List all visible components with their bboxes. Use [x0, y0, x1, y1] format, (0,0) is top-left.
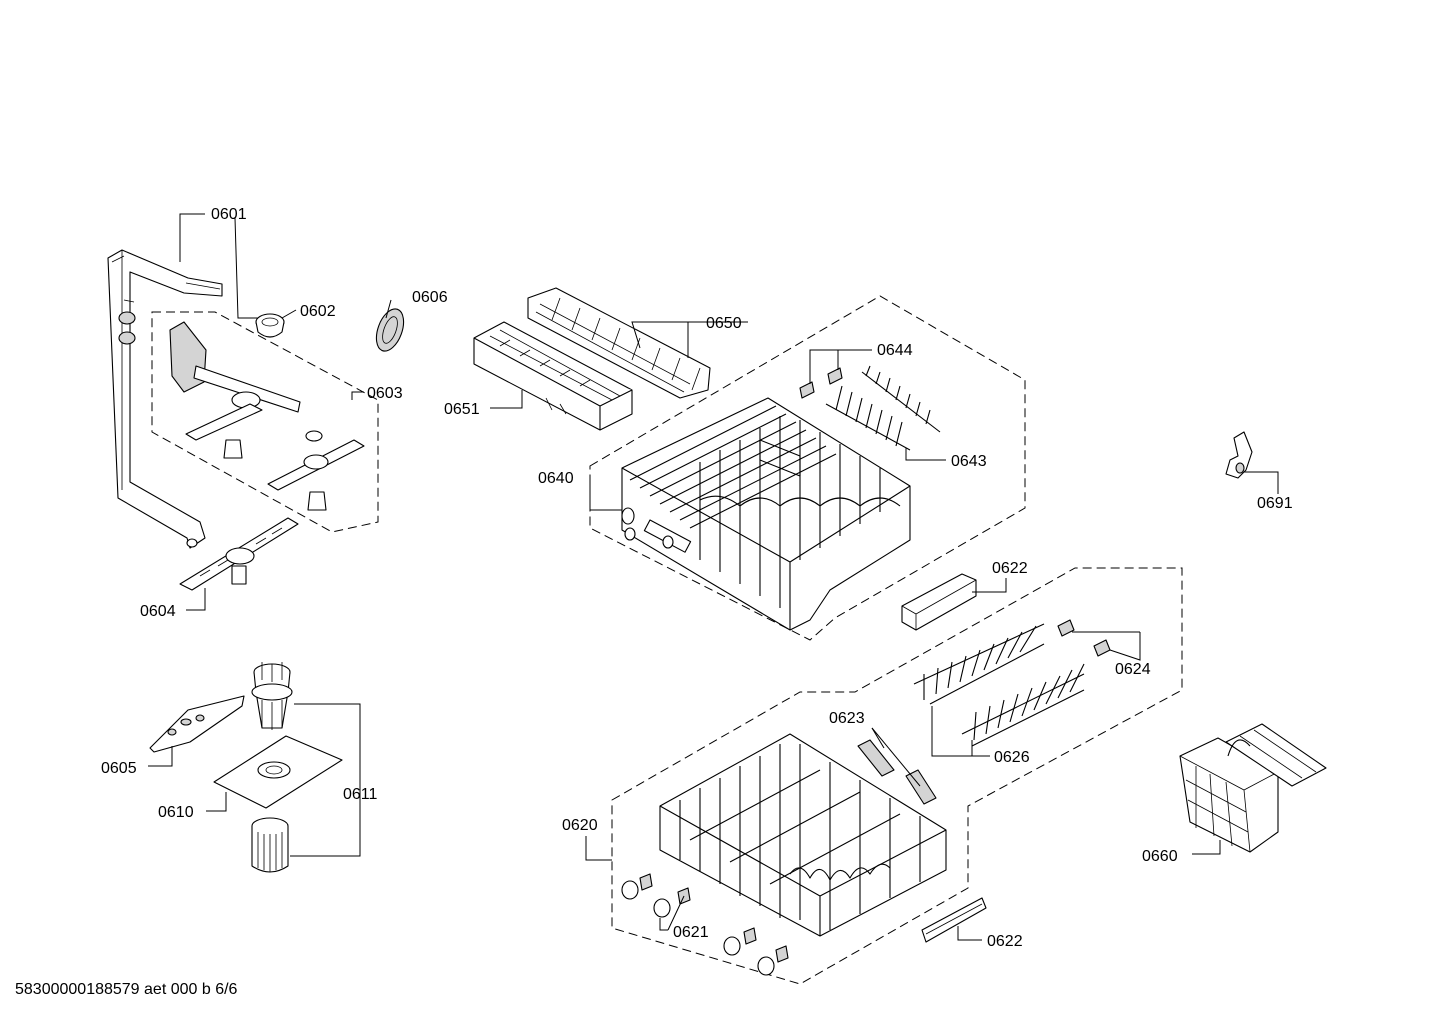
- label-0650: 0650: [706, 315, 742, 332]
- label-0602: 0602: [300, 303, 336, 320]
- label-0644: 0644: [877, 342, 913, 359]
- cutlery-tray-part: [473, 321, 633, 431]
- rack-pin-part: [1057, 619, 1111, 657]
- micro-filter-part: [251, 662, 293, 730]
- tine-row-part: [825, 365, 941, 451]
- document-code: 58300000188579 aet 000 b 6/6: [15, 981, 238, 998]
- label-0643: 0643: [951, 453, 987, 470]
- label-0691: 0691: [1257, 495, 1293, 512]
- label-0601: 0601: [211, 206, 247, 223]
- label-0606: 0606: [412, 289, 448, 306]
- label-0623: 0623: [829, 710, 865, 727]
- nozzle-ring-part: [255, 313, 285, 338]
- fold-down-tines-part: [913, 623, 1085, 747]
- upper-basket-group-outline: [589, 295, 1026, 641]
- label-0605: 0605: [101, 760, 137, 777]
- label-0603: 0603: [367, 385, 403, 402]
- label-0622-upper: 0622: [992, 560, 1028, 577]
- label-0621: 0621: [673, 924, 709, 941]
- label-0624: 0624: [1115, 661, 1151, 678]
- upper-basket-part: [621, 397, 911, 631]
- cutlery-basket-part: [1179, 723, 1327, 853]
- label-0626: 0626: [994, 749, 1030, 766]
- filter-disc-part: [375, 308, 405, 352]
- cutlery-tray-insert-part: [527, 287, 711, 399]
- filter-cover-part: [149, 695, 245, 753]
- flat-filter-part: [213, 735, 343, 809]
- label-0604: 0604: [140, 603, 176, 620]
- supply-pipe-part: [107, 249, 223, 549]
- upper-spray-arm-part: [169, 321, 365, 511]
- leader-lines: [148, 213, 1279, 941]
- spray-arm-group-outline: [151, 311, 379, 533]
- label-0610: 0610: [158, 804, 194, 821]
- fine-filter-cylinder-part: [251, 817, 289, 873]
- lower-basket-part: [659, 733, 947, 937]
- lower-spray-arm-part: [179, 517, 299, 591]
- label-0640: 0640: [538, 470, 574, 487]
- basket-handle-lower-part: [921, 897, 987, 943]
- hook-part: [1225, 431, 1253, 479]
- basket-handle-upper-part: [901, 573, 977, 631]
- label-0611: 0611: [343, 786, 378, 803]
- label-0622-lower: 0622: [987, 933, 1023, 950]
- lower-basket-group-outline: [611, 567, 1183, 985]
- rack-clip-part: [799, 367, 843, 399]
- label-0620: 0620: [562, 817, 598, 834]
- basket-wheels-part: [621, 873, 789, 976]
- label-0660: 0660: [1142, 848, 1178, 865]
- rail-clamp-part: [857, 739, 937, 805]
- label-0651: 0651: [444, 401, 480, 418]
